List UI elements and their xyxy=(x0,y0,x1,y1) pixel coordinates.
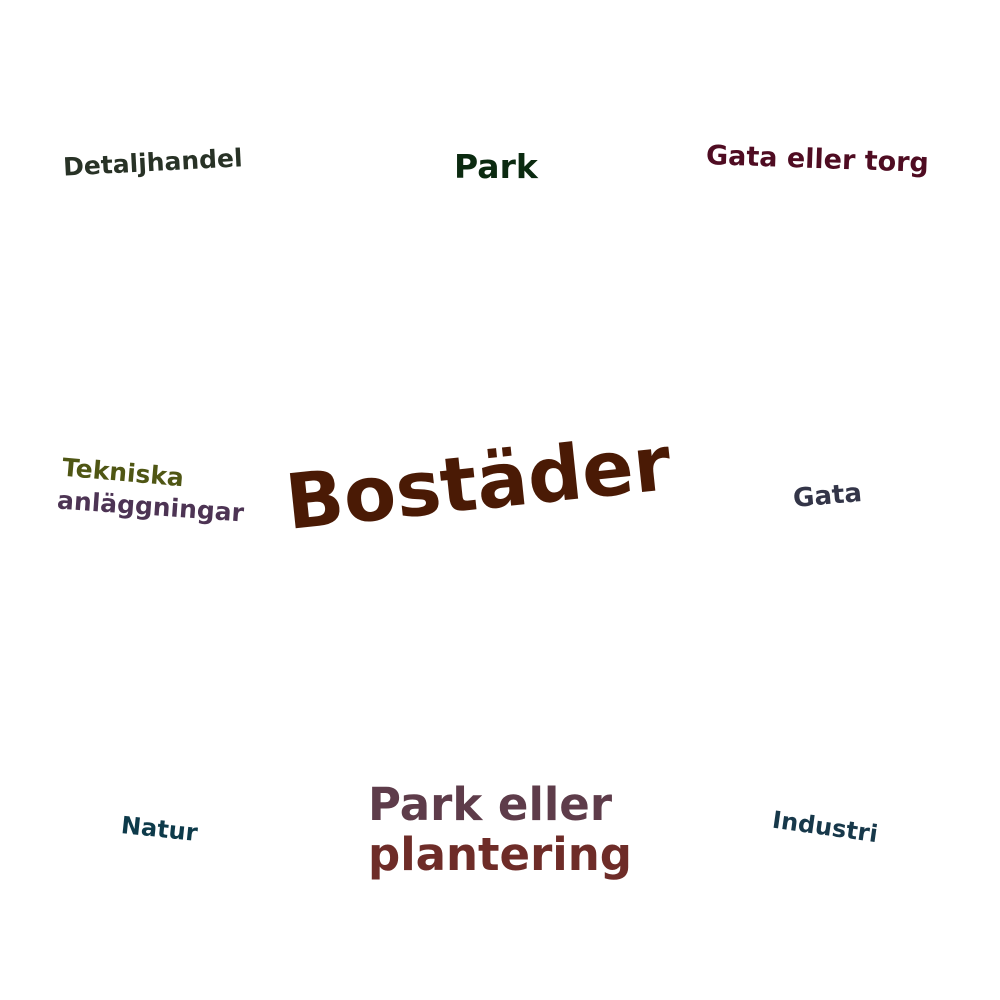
word-detaljhandel: Detaljhandel xyxy=(62,143,244,182)
word-anlaggningar: anläggningar xyxy=(56,485,245,528)
word-bostader: Bostäder xyxy=(281,418,675,547)
word-park-eller-plantering-line2: plantering xyxy=(368,828,632,882)
word-tekniska: Tekniska xyxy=(60,452,186,493)
word-industri: Industri xyxy=(770,805,880,849)
word-gata: Gata xyxy=(791,478,864,514)
word-natur: Natur xyxy=(119,811,199,847)
word-park-eller-plantering-line1: Park eller xyxy=(368,778,613,831)
word-gata-eller-torg: Gata eller torg xyxy=(705,140,930,179)
word-park: Park xyxy=(454,147,538,186)
word-park-eller-plantering: Park eller plantering xyxy=(368,778,632,882)
